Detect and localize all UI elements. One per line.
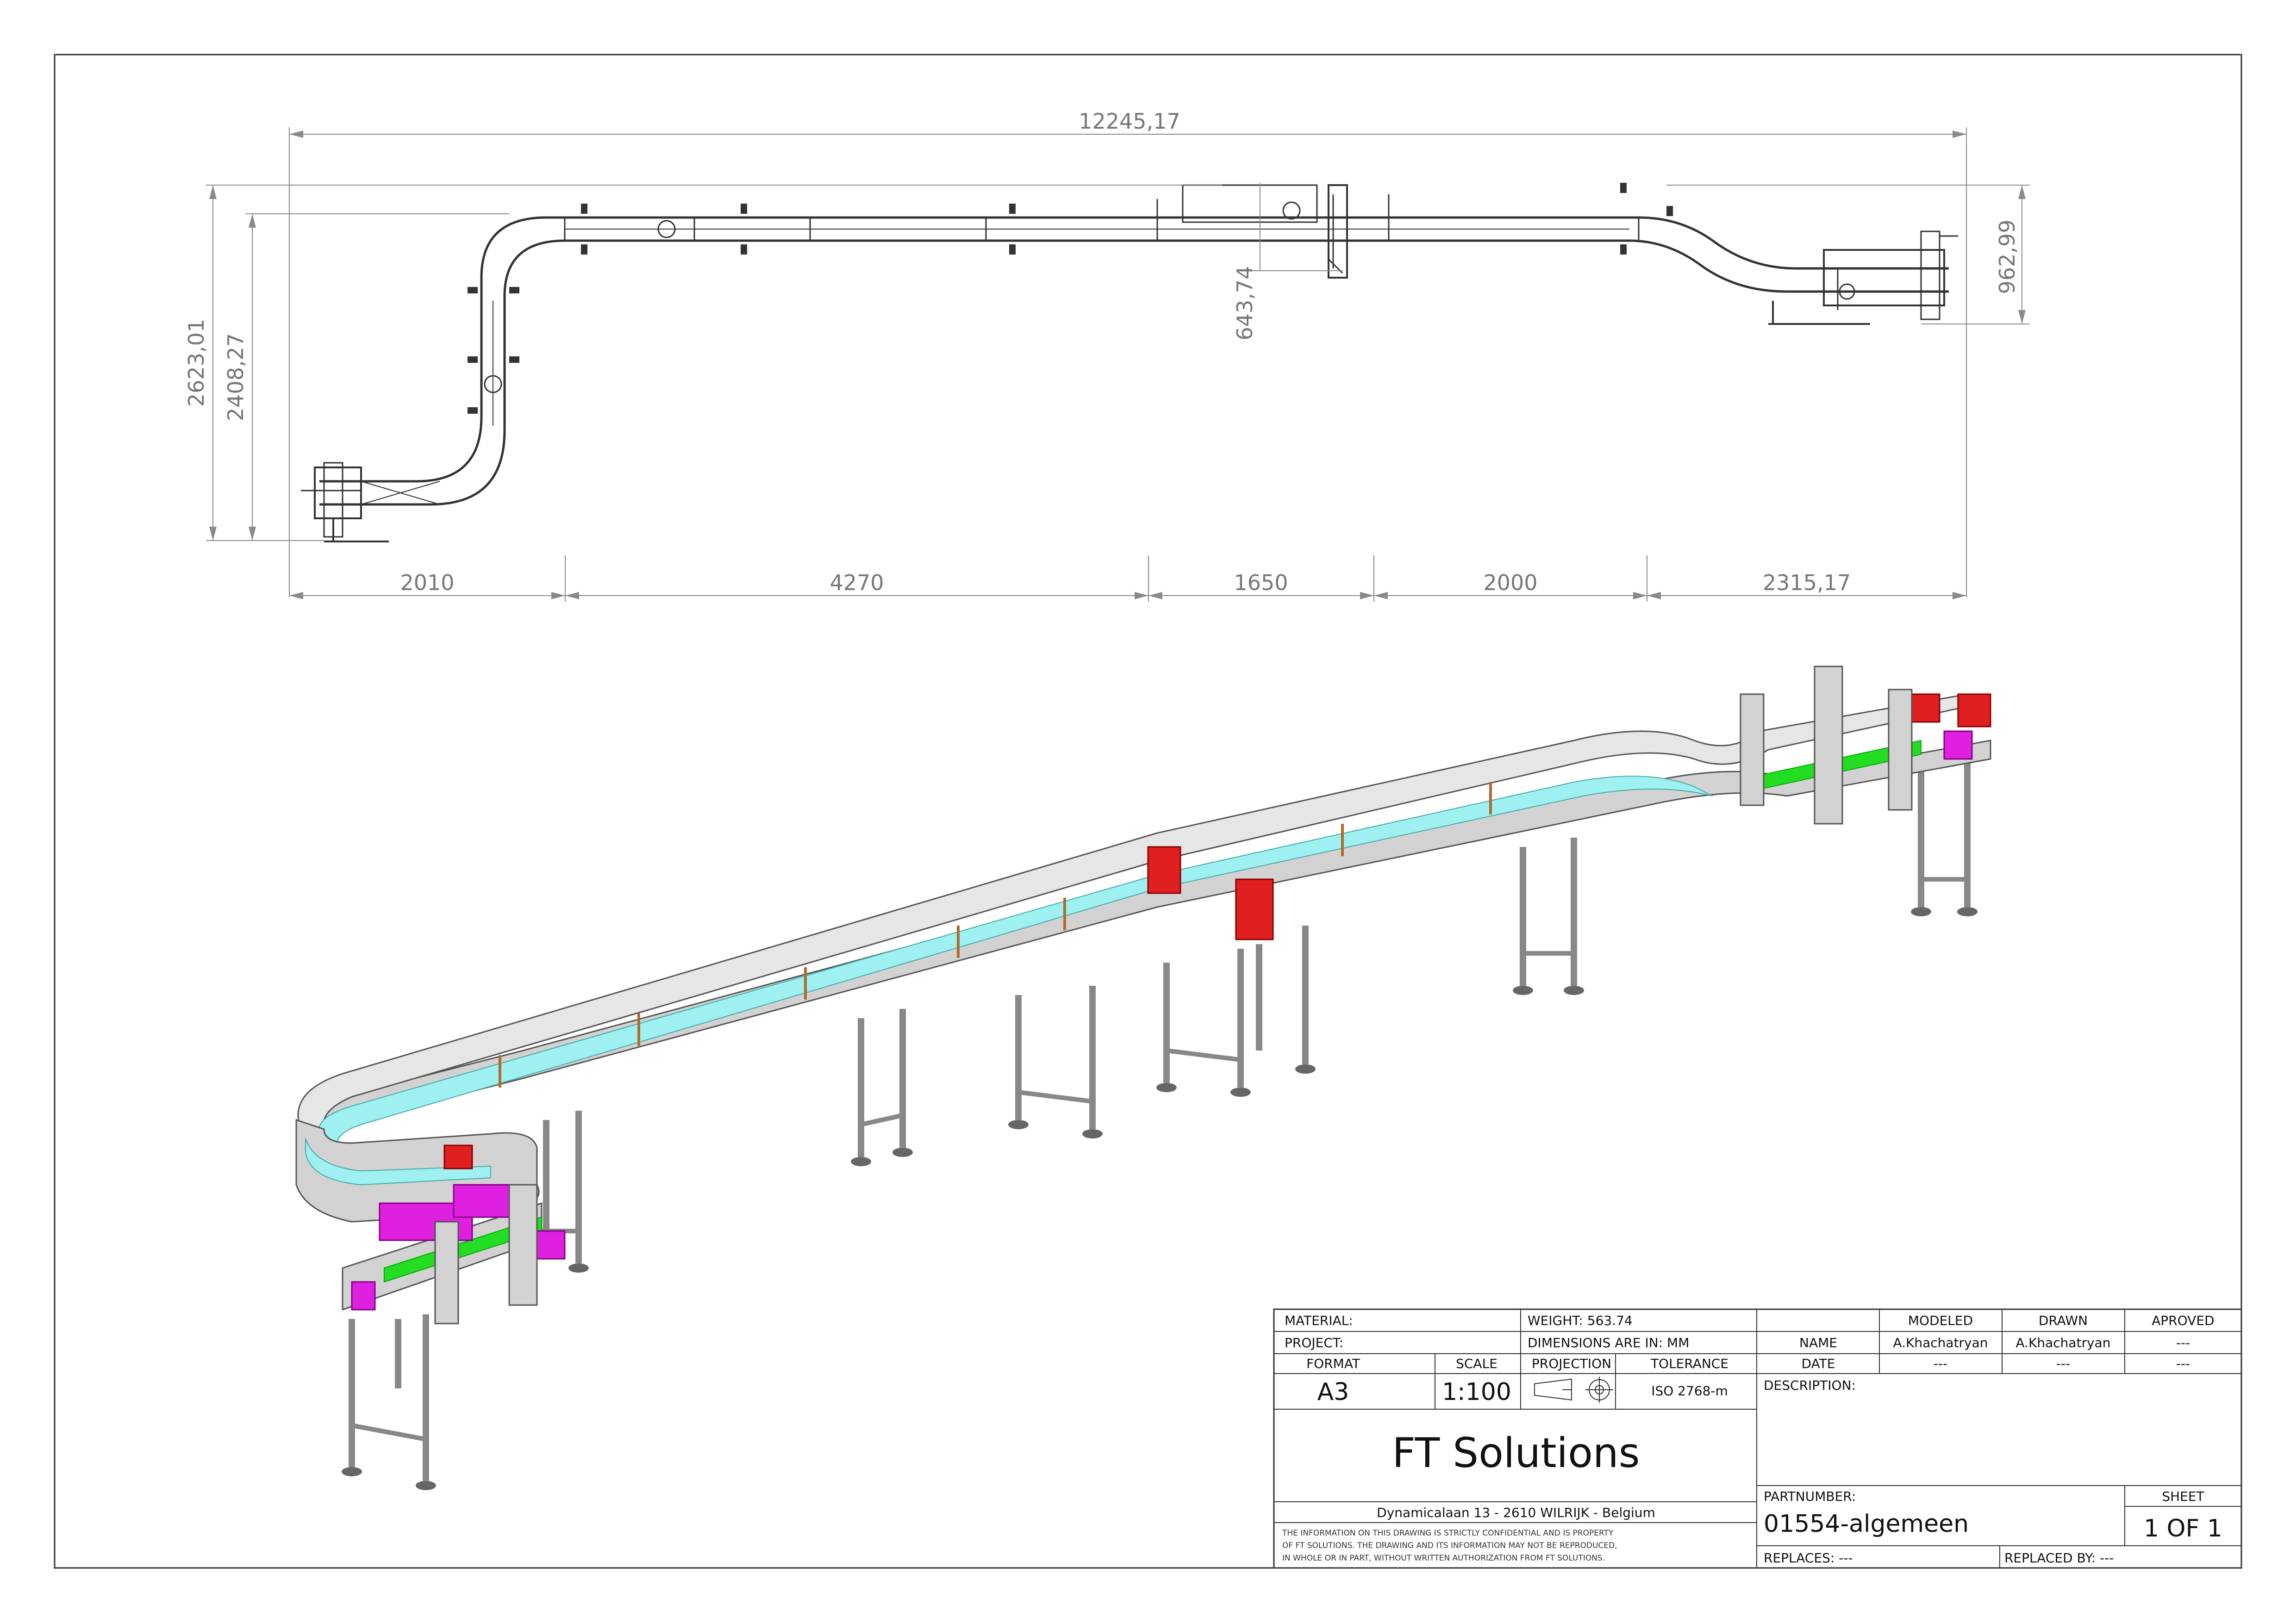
partnumber-label: PARTNUMBER:	[1764, 1489, 1856, 1504]
company-address: Dynamicalaan 13 - 2610 WILRIJK - Belgium	[1377, 1505, 1655, 1520]
replaced-by-value: REPLACED BY: ---	[2004, 1550, 2114, 1566]
approved-label: APROVED	[2152, 1313, 2214, 1328]
description-label: DESCRIPTION:	[1764, 1378, 1856, 1393]
drawn-name: A.Khachatryan	[2015, 1335, 2110, 1350]
confidential-line-3: IN WHOLE OR IN PART, WITHOUT WRITTEN AUT…	[1282, 1554, 1605, 1563]
dim-segment-1: 2010	[400, 570, 454, 595]
isometric-view	[295, 665, 1991, 1490]
sheet-border	[54, 54, 2242, 1569]
projection-label: PROJECTION	[1532, 1356, 1611, 1371]
format-label: FORMAT	[1306, 1356, 1360, 1371]
date-label: DATE	[1802, 1356, 1835, 1371]
dim-segment-2: 4270	[830, 570, 884, 595]
tolerance-value: ISO 2768-m	[1651, 1383, 1728, 1399]
dim-segment-3: 1650	[1234, 570, 1288, 595]
dim-segment-4: 2000	[1483, 570, 1537, 595]
modeled-label: MODELED	[1908, 1313, 1973, 1328]
project-label: PROJECT:	[1285, 1335, 1343, 1350]
dimension-lines	[206, 127, 2030, 602]
replaces-value: REPLACES: ---	[1764, 1550, 1853, 1566]
modeled-date: ---	[1934, 1356, 1947, 1371]
dim-height-total: 2623,01	[184, 319, 209, 407]
dim-segment-5: 2315,17	[1763, 570, 1851, 595]
confidential-line-1: THE INFORMATION ON THIS DRAWING IS STRIC…	[1282, 1529, 1614, 1538]
weight-value: WEIGHT: 563.74	[1528, 1313, 1633, 1328]
company-name: FT Solutions	[1392, 1429, 1640, 1477]
approved-date: ---	[2176, 1356, 2190, 1371]
drawn-label: DRAWN	[2039, 1313, 2088, 1328]
dim-offset-mid: 643,74	[1232, 266, 1257, 341]
top-view-plan	[301, 183, 1958, 542]
projection-symbol	[1534, 1377, 1613, 1403]
material-label: MATERIAL:	[1285, 1313, 1353, 1328]
units-value: DIMENSIONS ARE IN: MM	[1528, 1335, 1689, 1350]
dim-overall-length: 12245,17	[1079, 109, 1180, 134]
modeled-name: A.Khachatryan	[1893, 1335, 1988, 1350]
name-label: NAME	[1799, 1335, 1837, 1350]
drawn-date: ---	[2056, 1356, 2070, 1371]
dim-offset-right: 962,99	[1995, 220, 2020, 294]
sheet-label: SHEET	[2162, 1489, 2204, 1504]
format-value: A3	[1317, 1378, 1349, 1406]
sheet-value: 1 OF 1	[2144, 1515, 2222, 1542]
partnumber-value: 01554-algemeen	[1764, 1510, 1969, 1538]
tolerance-label: TOLERANCE	[1650, 1356, 1728, 1371]
confidential-line-2: OF FT SOLUTIONS. THE DRAWING AND ITS INF…	[1282, 1541, 1617, 1550]
title-block	[1273, 1308, 2242, 1569]
scale-value: 1:100	[1442, 1378, 1511, 1406]
approved-name: ---	[2176, 1335, 2190, 1350]
dim-height-inner: 2408,27	[223, 333, 248, 421]
scale-label: SCALE	[1456, 1356, 1497, 1371]
